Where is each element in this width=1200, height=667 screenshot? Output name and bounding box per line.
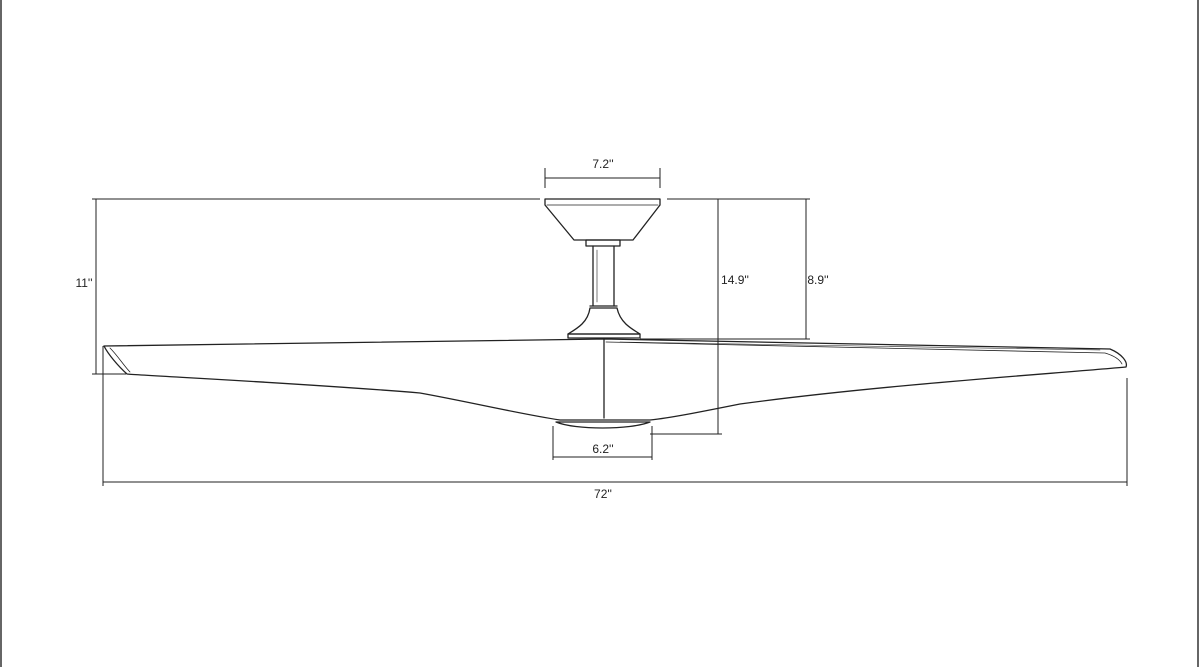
downrod-height-label: 8.9'' (807, 273, 828, 287)
canopy (544, 198, 661, 241)
dimension-lines (92, 168, 1128, 486)
left-height-label: 11'' (75, 276, 92, 290)
motor-housing (567, 307, 641, 335)
fan-drawing (103, 198, 1128, 429)
light-kit-width-label: 6.2'' (592, 442, 613, 456)
canopy-width-label: 7.2'' (592, 157, 613, 171)
total-height-label: 14.9'' (721, 273, 749, 287)
overall-span-label: 72'' (594, 487, 612, 501)
light-kit (555, 421, 651, 429)
blade-left-edge (109, 347, 131, 373)
blade-right-edge (605, 341, 1123, 365)
motor-base (567, 333, 641, 339)
downrod (592, 245, 615, 307)
canopy-collar (585, 239, 621, 247)
fan-blade (103, 338, 1128, 421)
blade-top-ridge (619, 341, 1101, 351)
